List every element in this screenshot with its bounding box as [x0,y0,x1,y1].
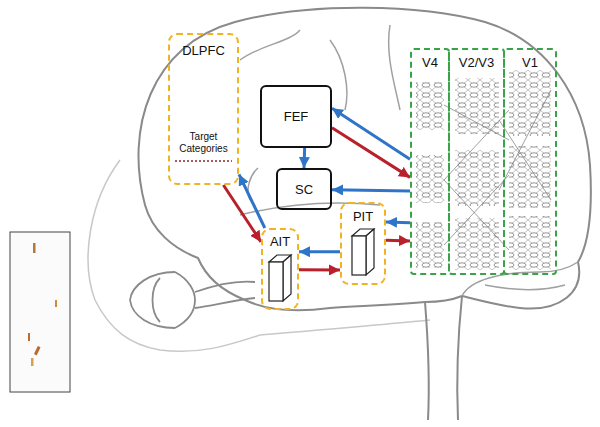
pathway-arrow [299,250,340,253]
pathway-arrow [332,128,410,178]
region-label: V2/V3 [450,55,503,70]
region-box: FEF [260,85,332,148]
region-box: DLPFC Target Categories [168,33,239,185]
region-label: DLPFC [170,43,237,58]
pathway-arrow [386,220,410,224]
region-label: SC [278,182,330,197]
pathway-arrow [386,239,410,243]
brainstem [425,296,462,420]
neuron-layers [416,70,551,270]
region-box: PIT [340,202,386,285]
visual-area-box: V2/V3 [448,48,505,275]
pathway-arrow [332,190,410,191]
pathway-arrow [299,268,340,271]
pathway-arrow [303,148,307,168]
scene-image [10,232,70,392]
visual-area-box: V1 [503,48,557,275]
category-divider [175,160,232,162]
region-label: PIT [342,209,384,224]
eye [130,272,255,328]
visual-area-box: V4 [410,48,450,275]
layer-links [444,90,551,250]
pathway-arrow [239,174,265,228]
note-label: Target Categories [174,131,234,155]
region-box: SC [276,168,332,210]
brain-outline [138,8,590,311]
region-label: V1 [505,55,555,70]
region-label: V4 [412,55,448,70]
region-label: FEF [262,109,330,124]
region-box: AIT [261,228,299,310]
region-label: AIT [263,234,297,249]
pathway-arrow [223,185,261,242]
